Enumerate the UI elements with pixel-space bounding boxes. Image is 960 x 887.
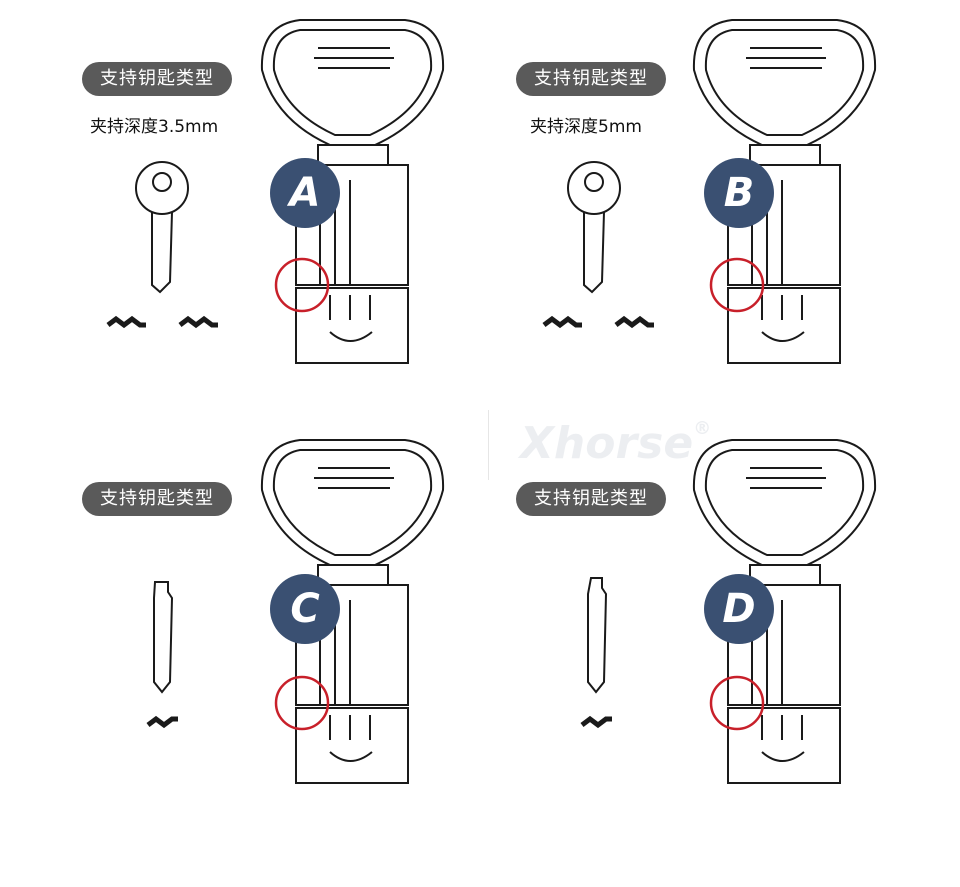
clamp-letter-badge: A [270,158,340,228]
clamp-depth-highlight [709,257,765,313]
watermark-registered-mark: ® [693,418,712,439]
clamp-drawing [146,439,445,784]
panel-a: 支持钥匙类型 夹持深度3.5mm A [0,0,480,420]
key-illustration [567,161,621,294]
supported-key-type-label: 支持钥匙类型 [82,482,232,516]
clamp-depth-highlight [274,257,330,313]
key-illustration [135,161,189,294]
key-profile [580,715,612,729]
clamp-handle [692,439,877,566]
key-profile-2 [614,315,654,329]
panel-d: 支持钥匙类型 D [432,420,912,840]
key-blade-illustration [153,581,174,694]
brand-watermark: Xhorse® [520,418,711,469]
clamp-depth-highlight [274,675,330,731]
key-blade-illustration [587,577,608,694]
watermark-divider [488,410,489,480]
clamp-handle [260,19,445,146]
key-profile-1 [106,315,146,329]
key-profile-1 [542,315,582,329]
panel-b: 支持钥匙类型 夹持深度5mm B [432,0,912,420]
clamp-drawing [106,19,445,364]
key-profile-2 [178,315,218,329]
panel-c: 支持钥匙类型 C [0,420,480,840]
clamp-letter-badge: C [270,574,340,644]
clamp-letter-badge: D [704,574,774,644]
watermark-brand: Xhorse [520,418,694,469]
clamp-depth-highlight [709,675,765,731]
supported-key-type-label: 支持钥匙类型 [516,482,666,516]
clamp-drawing [580,439,877,784]
key-profile [146,715,178,729]
clamp-letter-badge: B [704,158,774,228]
supported-key-type-label: 支持钥匙类型 [516,62,666,96]
clamp-depth-text: 夹持深度5mm [530,117,642,137]
clamp-handle [692,19,877,146]
clamp-drawing [542,19,877,364]
clamp-depth-text: 夹持深度3.5mm [90,117,219,137]
clamp-handle [260,439,445,566]
supported-key-type-label: 支持钥匙类型 [82,62,232,96]
